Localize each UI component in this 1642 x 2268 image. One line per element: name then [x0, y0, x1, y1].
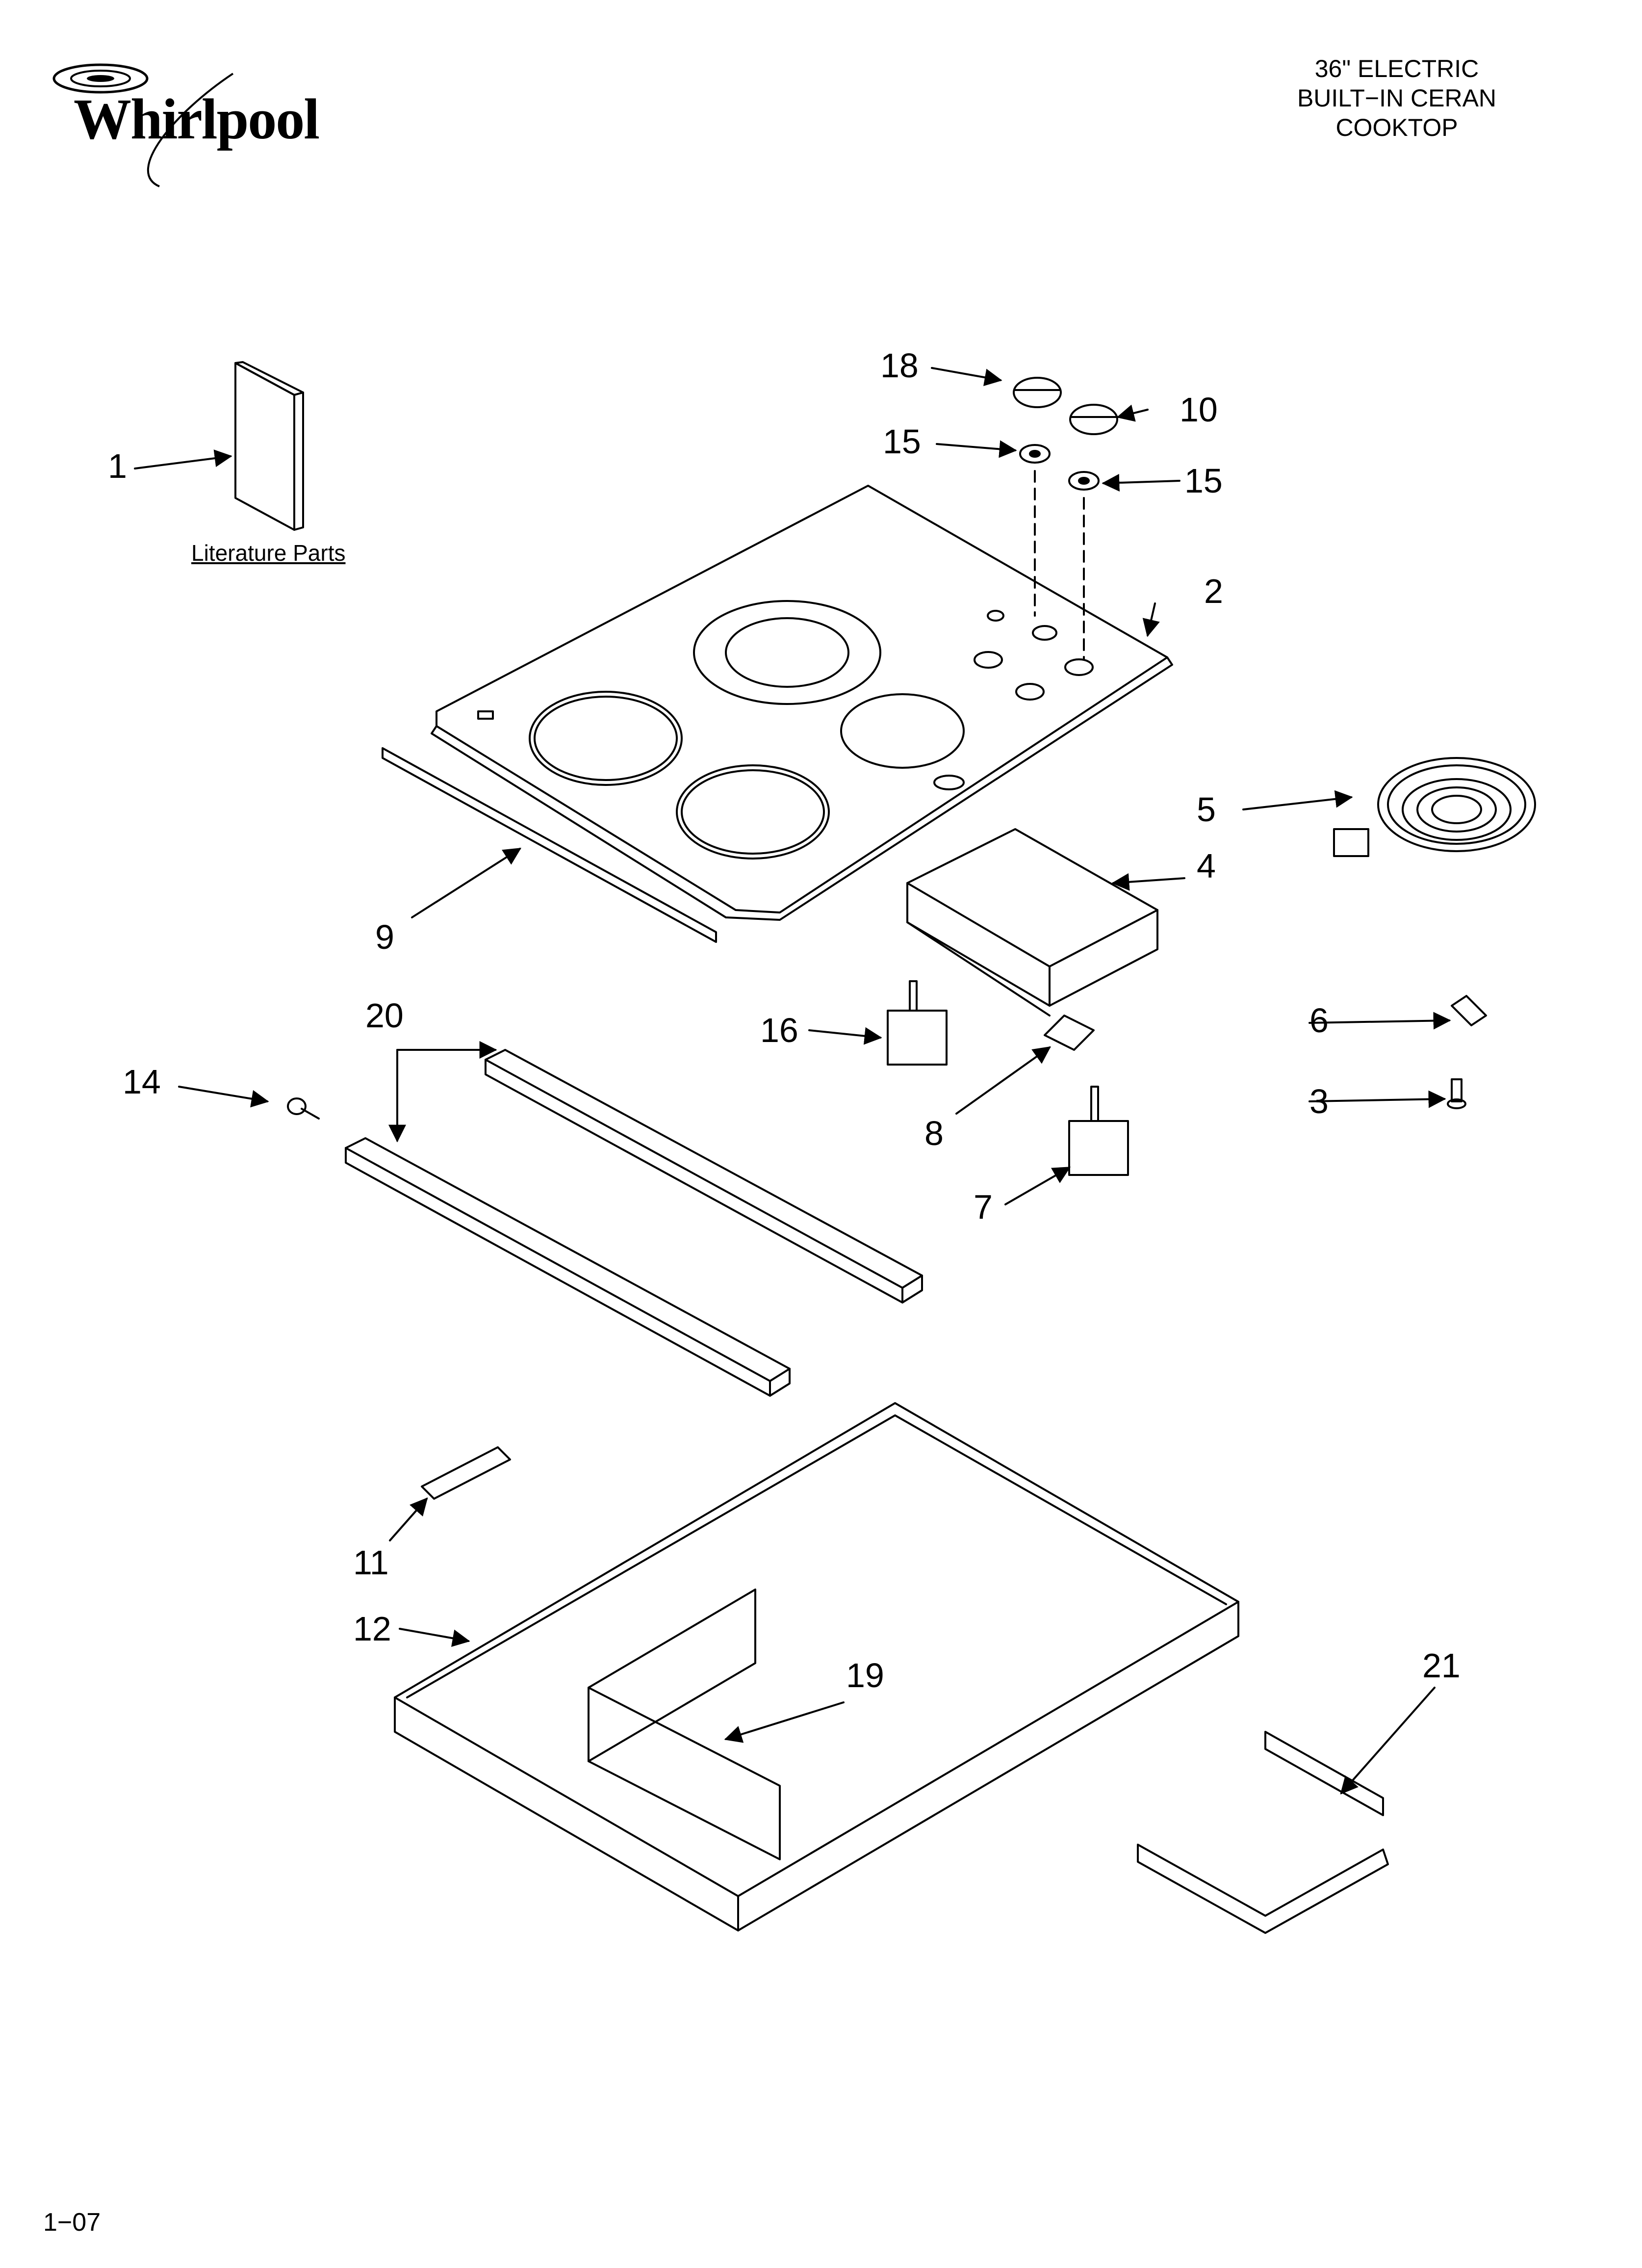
- terminal-block-part: [887, 980, 1129, 1176]
- insulator-part: [1044, 1015, 1095, 1051]
- callout-18: 18: [880, 346, 919, 385]
- leader-21: [1340, 1687, 1436, 1795]
- callout-6: 6: [1309, 1001, 1329, 1040]
- callout-4: 4: [1197, 847, 1216, 885]
- leader-9: [411, 848, 522, 918]
- literature-parts-label: Literature Parts: [191, 540, 346, 566]
- callout-1: 1: [108, 447, 127, 485]
- leader-7: [1004, 1167, 1071, 1205]
- chassis-pan-part: [394, 1402, 1239, 1931]
- title-line-2: BUILT−IN CERAN: [1297, 84, 1497, 112]
- callout-3: 3: [1309, 1082, 1329, 1121]
- callout-5: 5: [1197, 790, 1216, 829]
- leader-14: [178, 1086, 269, 1108]
- callout-12: 12: [353, 1610, 391, 1648]
- revision-code: 1−07: [43, 2208, 101, 2237]
- title-line-1: 36" ELECTRIC: [1314, 55, 1479, 82]
- glass-cooktop-part: [431, 485, 1173, 921]
- leader-10: [1116, 404, 1149, 422]
- divider-panel-part: [588, 1589, 781, 1860]
- callout-20: 20: [365, 996, 404, 1035]
- leader-15b: [1102, 473, 1180, 492]
- control-knob-part: [1013, 377, 1118, 435]
- callout-8: 8: [924, 1114, 944, 1152]
- callout-19: 19: [846, 1656, 884, 1694]
- literature-booklet-part: [234, 361, 304, 531]
- title-line-3: COOKTOP: [1335, 114, 1458, 141]
- knob-seal-part: [1019, 444, 1100, 661]
- leader-6: [1308, 1012, 1451, 1030]
- leader-1: [134, 449, 232, 469]
- leader-5: [1242, 790, 1353, 810]
- callout-9: 9: [375, 918, 394, 956]
- callout-11: 11: [353, 1543, 389, 1582]
- leader-16: [808, 1027, 882, 1045]
- leader-15a: [936, 440, 1017, 458]
- mounting-clip-part: [1451, 995, 1487, 1026]
- leader-11: [389, 1497, 428, 1541]
- leader-2: [1142, 602, 1160, 637]
- leader-18: [931, 367, 1002, 387]
- mounting-rail-part: [345, 1049, 923, 1397]
- support-bracket-part: [421, 1446, 511, 1500]
- leader-arrows: [134, 367, 1451, 1795]
- callout-2: 2: [1204, 572, 1223, 610]
- callout-10: 10: [1180, 391, 1218, 429]
- leader-8: [955, 1046, 1051, 1115]
- callout-16: 16: [760, 1011, 798, 1049]
- diagram-title: 36" ELECTRIC BUILT−IN CERAN COOKTOP: [1225, 54, 1568, 142]
- screw-part: [1447, 1078, 1466, 1109]
- radiant-element-part: [1333, 757, 1536, 857]
- leader-19: [724, 1701, 845, 1743]
- control-bracket-part: [906, 828, 1158, 1017]
- callout-15b: 15: [1184, 462, 1223, 500]
- callout-7: 7: [974, 1188, 993, 1226]
- callout-15a: 15: [883, 422, 921, 461]
- callout-14: 14: [123, 1063, 161, 1101]
- logo-swirl-icon: [52, 63, 234, 187]
- brand-wordmark: Whirlpool: [74, 87, 320, 151]
- rear-bracket-part: [1137, 1731, 1389, 1934]
- screw-part-14: [287, 1097, 320, 1120]
- leader-3: [1308, 1090, 1446, 1108]
- leader-4: [1111, 873, 1185, 891]
- leader-12: [399, 1628, 470, 1647]
- whirlpool-logo: Whirlpool: [27, 54, 331, 201]
- front-trim-strip-part: [382, 747, 717, 943]
- callout-21: 21: [1422, 1646, 1461, 1685]
